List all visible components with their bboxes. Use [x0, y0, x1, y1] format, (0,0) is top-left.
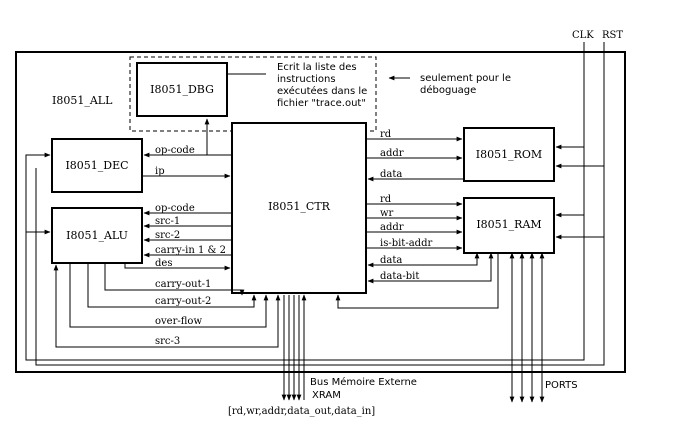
- rom-rd-label: rd: [380, 129, 392, 140]
- alu-block-label: I8051_ALU: [66, 229, 128, 242]
- over-flow-label: over-flow: [155, 316, 202, 327]
- dbg-block: I8051_DBG: [136, 62, 228, 117]
- src2-label: src-2: [155, 230, 180, 241]
- carry-out-1-label: carry-out-1: [155, 279, 211, 290]
- debug-only-note-line-1: seulement pour le: [420, 73, 511, 84]
- rom-data-label: data: [380, 169, 402, 180]
- system-boundary: [15, 51, 626, 373]
- src-3-label: src-3: [155, 336, 180, 347]
- rom-block-label: I8051_ROM: [476, 148, 542, 161]
- ram-data-bit-line: [367, 252, 494, 284]
- dbg-note-line-3: exécutées dans le: [277, 85, 367, 97]
- opcode-alu-label: op-code: [155, 203, 195, 214]
- ports-bus: [509, 252, 545, 403]
- clk-line: [25, 42, 585, 361]
- ram-is-bit-addr-label: is-bit-addr: [380, 238, 432, 249]
- ram-data-bit-label: data-bit: [380, 271, 419, 282]
- opcode-dec-label: op-code: [155, 145, 195, 156]
- ram-data-label: data: [380, 255, 402, 266]
- dbg-note-line-4: fichier "trace.out": [277, 98, 366, 109]
- ram-block: I8051_RAM: [463, 197, 555, 254]
- dbg-note-line-1: Ecrit la liste des: [277, 62, 357, 73]
- ram-bit-ctr-line: [335, 253, 499, 309]
- rom-addr-label: addr: [380, 148, 404, 159]
- xram-bus: [281, 294, 307, 401]
- alu-block: I8051_ALU: [51, 207, 143, 264]
- carry-in-label: carry-in 1 & 2: [155, 245, 226, 256]
- dbg-block-label: I8051_DBG: [150, 83, 214, 96]
- system-label: I8051_ALL: [52, 94, 113, 107]
- ram-wr-label: wr: [380, 208, 394, 219]
- src1-label: src-1: [155, 216, 180, 227]
- rom-block: I8051_ROM: [463, 127, 555, 182]
- bus-name: XRAM: [312, 390, 341, 401]
- ram-rd-label: rd: [380, 194, 392, 205]
- rst-line: [35, 42, 605, 366]
- ram-block-label: I8051_RAM: [476, 218, 541, 231]
- ctr-block-label: I8051_CTR: [268, 200, 331, 213]
- ram-addr-label: addr: [380, 222, 404, 233]
- bus-signals: [rd,wr,addr,data_out,data_in]: [228, 406, 375, 417]
- dbg-note-line-2: instructions: [277, 74, 336, 85]
- carry-out-2-label: carry-out-2: [155, 296, 211, 307]
- des-label: des: [155, 258, 172, 269]
- ports-label: PORTS: [545, 380, 578, 391]
- debug-only-note-line-2: déboguage: [420, 84, 476, 96]
- rst-label: RST: [602, 30, 623, 41]
- dec-block-label: I8051_DEC: [65, 159, 128, 172]
- dec-block: I8051_DEC: [51, 138, 143, 193]
- src-3-line: [53, 264, 281, 348]
- ctr-block: I8051_CTR: [231, 122, 367, 294]
- ip-label: ip: [155, 166, 165, 177]
- bus-title: Bus Mémoire Externe: [310, 376, 417, 388]
- clk-label: CLK: [572, 30, 594, 41]
